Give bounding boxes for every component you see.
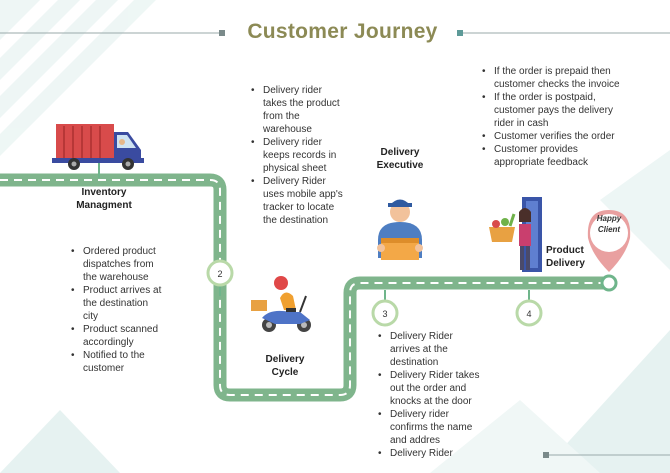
truck-icon (52, 124, 144, 170)
header-square-left (219, 30, 225, 36)
label-inventory: Inventory Managment (76, 187, 132, 211)
scooter-icon (251, 276, 311, 332)
list-item: If the order is prepaid then customer ch… (480, 65, 626, 91)
label-delivery-cycle: Delivery Cycle (265, 354, 305, 378)
list-item: Delivery Rider arrives at the destinatio… (376, 330, 480, 369)
list-item: Product scanned accordingly (69, 323, 165, 349)
list-item: Delivery rider takes the product from th… (249, 84, 347, 136)
notes-product-delivery: If the order is prepaid then customer ch… (480, 65, 626, 190)
milestone-pin-4: 4 (515, 290, 543, 327)
bg-shape-right-2 (600, 150, 670, 270)
list-item: Delivery rider keeps records in physical… (249, 136, 347, 175)
milestone-pin-3: 3 (371, 290, 399, 327)
label-happy-client: Happy Client (596, 214, 622, 234)
list-item: Customer verifies the order (480, 130, 626, 143)
list-item: Delivery Rider (376, 447, 480, 460)
milestone-number-2: 2 (217, 269, 222, 279)
page-title: Customer Journey (247, 20, 438, 43)
list-item: Ordered product dispatches from the ware… (69, 245, 165, 284)
list-item: Delivery Rider uses mobile app's tracker… (249, 175, 347, 227)
list-item: Product arrives at the destination city (69, 284, 165, 323)
list-item: Delivery rider confirms the name and add… (376, 408, 480, 447)
label-delivery-executive: Delivery Executive (376, 147, 424, 171)
list-item: Notified to the customer (69, 349, 165, 375)
road-end-dot (600, 274, 618, 292)
milestone-number-3: 3 (382, 309, 387, 319)
bg-shape-right (540, 330, 670, 473)
header-square-right (457, 30, 463, 36)
road-dashes (0, 179, 612, 396)
list-item: If the order is postpaid, customer pays … (480, 91, 626, 130)
label-product-delivery: Product Delivery (546, 245, 585, 269)
happy-client-pin (587, 210, 631, 272)
milestone-pin-2: 2 (206, 259, 234, 296)
footer-square (543, 452, 549, 458)
notes-delivery-cycle: Delivery rider takes the product from th… (249, 84, 347, 237)
bg-shape-bottom (0, 410, 120, 473)
notes-delivery-executive: Delivery Rider arrives at the destinatio… (376, 330, 480, 473)
milestone-number-4: 4 (526, 309, 531, 319)
list-item: Customer provides appropriate feedback (480, 143, 626, 169)
delivery-man-icon (377, 199, 423, 260)
customer-with-groceries-icon (489, 197, 542, 272)
list-item: Delivery Rider takes out the order and k… (376, 369, 480, 408)
corner-stripes (0, 0, 156, 156)
notes-inventory: Ordered product dispatches from the ware… (69, 245, 165, 398)
